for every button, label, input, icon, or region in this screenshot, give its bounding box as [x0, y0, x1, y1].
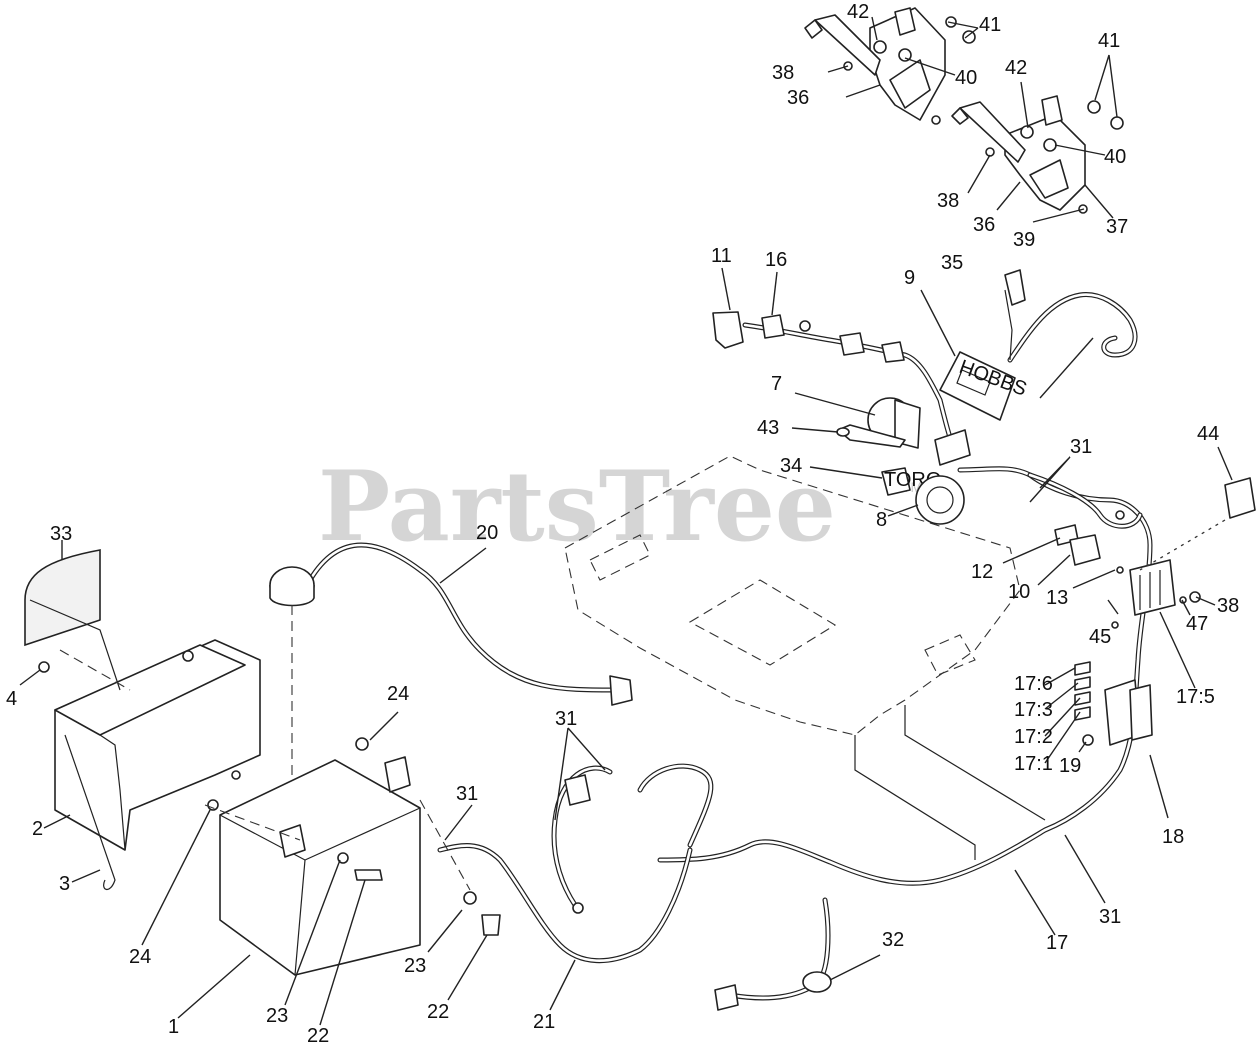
- accessory-wire-35: [1004, 269, 1138, 363]
- hinge-bracket-assembly-upper: [804, 7, 976, 125]
- relay: [1139, 477, 1256, 571]
- callout-17-2: 17:2: [1014, 726, 1053, 748]
- callout-3: 3: [59, 873, 70, 895]
- callout-24-left: 24: [129, 946, 151, 968]
- leader-lines: [19, 16, 1233, 1026]
- ignition-components: TORO: [836, 397, 971, 525]
- callout-18: 18: [1162, 826, 1184, 848]
- callout-17-1: 17:1: [1014, 753, 1053, 775]
- callout-41-lower: 41: [1098, 30, 1120, 52]
- callout-20: 20: [476, 522, 498, 544]
- hour-meter: HOBBS: [939, 351, 1030, 421]
- callout-22-right: 22: [427, 1001, 449, 1023]
- sub-harness-left: [551, 765, 832, 1011]
- callout-12: 12: [971, 561, 993, 583]
- callout-11: 11: [711, 245, 732, 267]
- battery-cable-positive: [269, 542, 633, 795]
- frame-outline: [564, 455, 1046, 860]
- callout-9: 9: [904, 267, 915, 289]
- callout-36-lower: 36: [973, 214, 995, 236]
- callout-22-left: 22: [307, 1025, 329, 1047]
- callout-33: 33: [50, 523, 72, 545]
- callout-21: 21: [533, 1011, 555, 1033]
- callout-17-5: 17:5: [1176, 686, 1215, 708]
- callout-2: 2: [32, 818, 43, 840]
- callout-31-upper: 31: [1070, 436, 1092, 458]
- callout-8: 8: [876, 509, 887, 531]
- callout-42-lower: 42: [1005, 57, 1027, 79]
- callout-40-lower: 40: [1104, 146, 1126, 168]
- wire-harness-main: [637, 466, 1201, 886]
- callout-labels: 42 41 38 40 36 41 42 40 38 36 37 39 35 1…: [6, 1, 1239, 1047]
- callout-23-left: 23: [266, 1005, 288, 1027]
- battery-cable-negative: [419, 799, 693, 964]
- callout-40-upper: 40: [955, 67, 977, 89]
- callout-47: 47: [1186, 613, 1208, 635]
- callout-32: 32: [882, 929, 904, 951]
- callout-1: 1: [168, 1016, 179, 1038]
- watermark-text: PartsTree: [318, 450, 836, 563]
- callout-17: 17: [1046, 932, 1068, 954]
- callout-17-6: 17:6: [1014, 673, 1053, 695]
- callout-42-upper: 42: [847, 1, 869, 23]
- callout-13: 13: [1046, 587, 1068, 609]
- callout-23-right: 23: [404, 955, 426, 977]
- callout-38-right: 38: [1217, 595, 1239, 617]
- callout-35: 35: [941, 252, 963, 274]
- callout-44: 44: [1197, 423, 1219, 445]
- callout-45: 45: [1089, 626, 1111, 648]
- callout-19: 19: [1059, 755, 1081, 777]
- battery: [204, 737, 421, 976]
- callout-17-3: 17:3: [1014, 699, 1053, 721]
- callout-31-right: 31: [1099, 906, 1121, 928]
- wire-harness-upper: [712, 311, 958, 455]
- callout-34: 34: [780, 455, 802, 477]
- callout-36-upper: 36: [787, 87, 809, 109]
- callout-10: 10: [1008, 581, 1030, 603]
- callout-39: 39: [1013, 229, 1035, 251]
- callout-4: 4: [6, 688, 17, 710]
- callout-38-lower: 38: [937, 190, 959, 212]
- watermark: PartsTree TM: [318, 450, 922, 563]
- callout-43: 43: [757, 417, 779, 439]
- callout-16: 16: [765, 249, 787, 271]
- callout-37: 37: [1106, 216, 1128, 238]
- battery-cover: [24, 549, 261, 890]
- callout-41-upper: 41: [979, 14, 1001, 36]
- callout-31-left: 31: [456, 783, 478, 805]
- callout-31-center: 31: [555, 708, 577, 730]
- hinge-bracket-assembly-lower: [951, 95, 1124, 214]
- callout-7: 7: [771, 373, 782, 395]
- callout-24-right: 24: [387, 683, 409, 705]
- callout-38-upper: 38: [772, 62, 794, 84]
